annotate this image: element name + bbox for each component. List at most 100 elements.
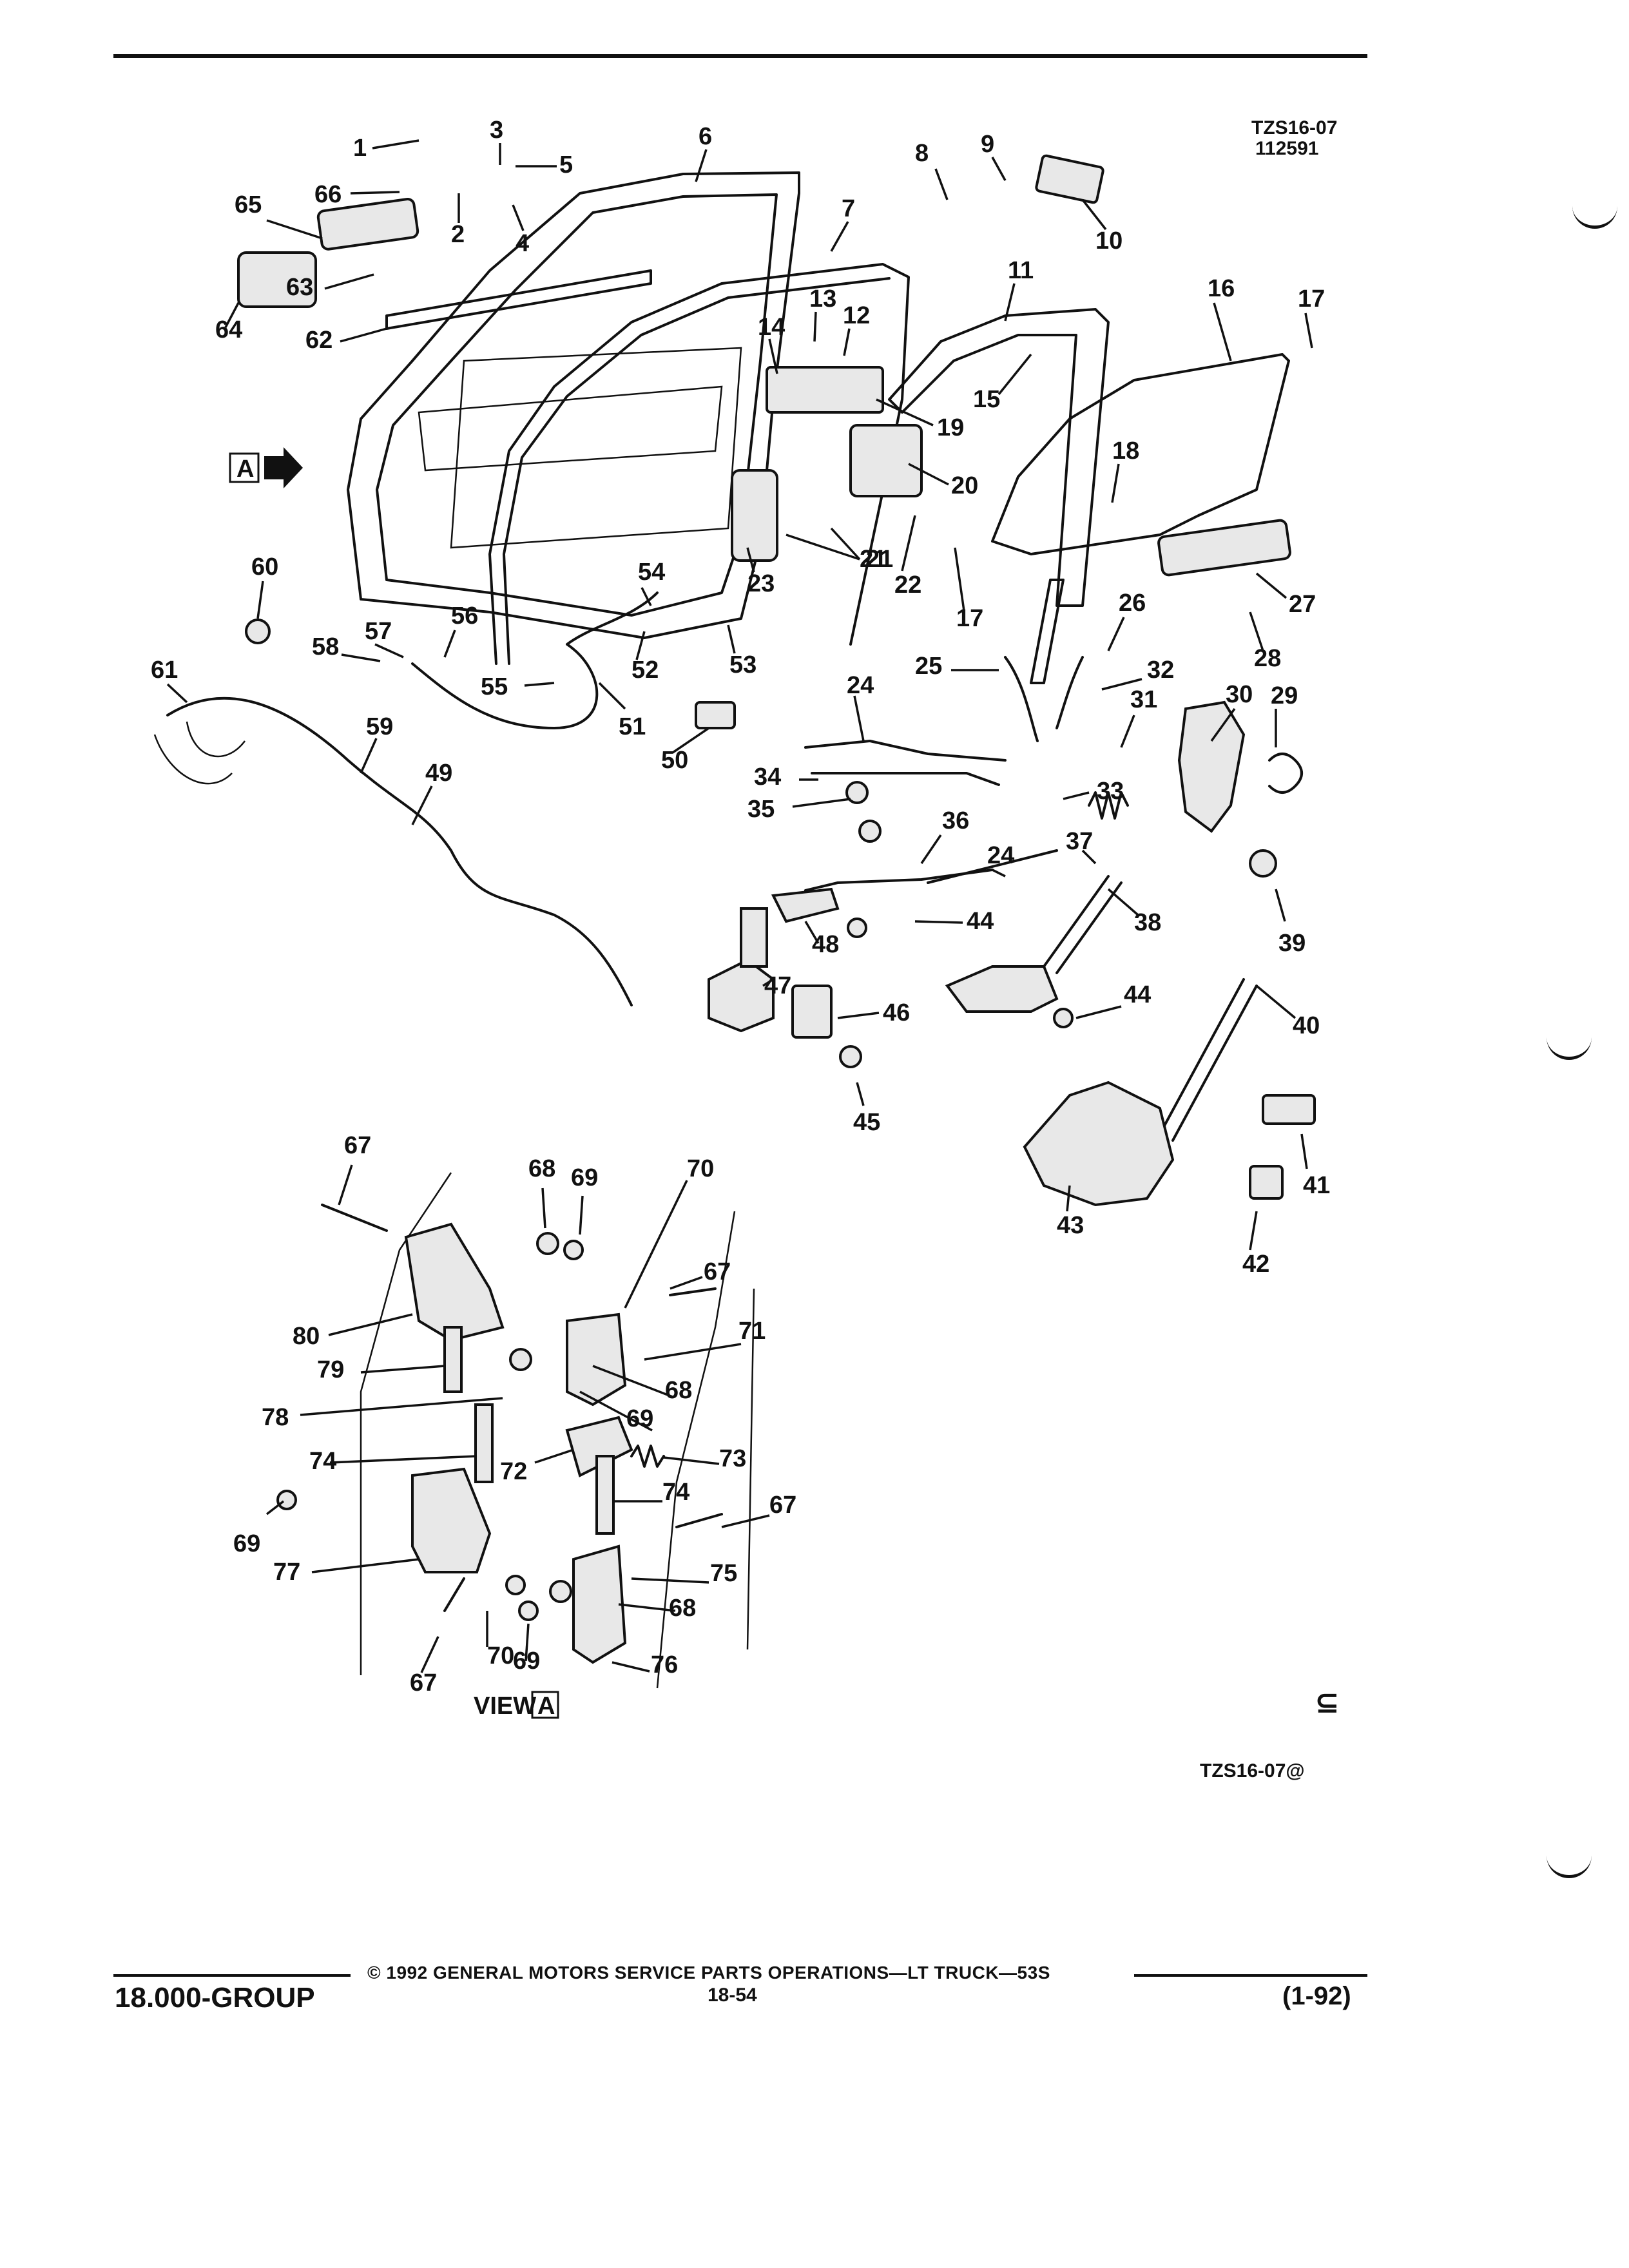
callout-leader-67: [670, 1276, 703, 1290]
callout-leader-57: [374, 643, 404, 658]
manual-regulator-base: [945, 965, 1059, 1013]
callout-12: 12: [843, 302, 870, 329]
callout-78: 78: [262, 1404, 289, 1431]
callout-leader-38: [1107, 888, 1139, 916]
binding-mark: [1547, 1037, 1592, 1060]
right-arrow-icon: [264, 447, 303, 488]
callout-59: 59: [366, 713, 393, 740]
callout-leader-39: [1275, 889, 1286, 922]
callout-leader-50: [672, 727, 709, 754]
callout-leader-58: [341, 653, 381, 662]
callout-30: 30: [1226, 681, 1253, 708]
callout-leader-61: [166, 683, 188, 704]
callout-leader-44: [1075, 1005, 1122, 1019]
callout-leader-15: [998, 353, 1032, 396]
bolt-67-right1: [669, 1287, 717, 1296]
callout-54: 54: [638, 559, 665, 586]
switch-bracket: [766, 366, 884, 414]
callout-51: 51: [619, 713, 646, 740]
rear-glass-channel: [1030, 579, 1065, 684]
callout-leader-22: [901, 515, 916, 572]
hinge-pin-74b: [595, 1455, 615, 1535]
callout-leader-69: [579, 1195, 584, 1235]
callout-77: 77: [273, 1559, 300, 1586]
callout-68: 68: [669, 1595, 696, 1622]
upper-hinge-body: [404, 1222, 505, 1342]
view-a-box: [531, 1691, 559, 1719]
callout-39: 39: [1278, 930, 1306, 957]
callout-67: 67: [769, 1492, 796, 1519]
callout-leader-71: [644, 1343, 742, 1361]
callout-36: 36: [942, 807, 969, 834]
callout-leader-36: [920, 834, 942, 864]
callout-2: 2: [451, 221, 465, 248]
screw-44b: [1053, 1008, 1074, 1028]
callout-38: 38: [1134, 909, 1161, 936]
door-weatherstrip: [488, 263, 910, 665]
callout-64: 64: [215, 316, 242, 343]
window-switch: [849, 424, 923, 497]
callout-leader-46: [837, 1012, 880, 1019]
callout-35: 35: [747, 796, 775, 823]
upper-hinge-door: [566, 1312, 627, 1407]
gm-spo-logo: ⊆: [1315, 1685, 1340, 1720]
callout-68: 68: [528, 1155, 555, 1182]
callout-leader-47: [762, 978, 774, 987]
callout-23: 23: [747, 570, 775, 597]
callout-44: 44: [1124, 981, 1151, 1008]
callout-52: 52: [631, 657, 659, 684]
callout-1: 1: [353, 135, 367, 162]
callout-19: 19: [937, 414, 964, 441]
header-date-code: 112591: [1255, 138, 1318, 159]
callout-leader-56: [443, 629, 456, 658]
callout-40: 40: [1293, 1012, 1320, 1039]
nut-69d: [518, 1600, 539, 1621]
callout-leader-8: [934, 168, 949, 200]
actuator-plunger: [740, 907, 768, 968]
callout-leader-1: [372, 139, 419, 149]
bolt-67-right2: [675, 1513, 723, 1528]
callout-10: 10: [1095, 227, 1123, 255]
callout-6: 6: [699, 123, 712, 150]
callout-leader-26: [1107, 617, 1125, 651]
grommet-60: [245, 619, 271, 644]
callout-leader-77: [311, 1558, 419, 1573]
view-a-marker-letter: A: [236, 456, 254, 483]
callout-45: 45: [853, 1109, 880, 1136]
callout-leader-72: [534, 1448, 574, 1464]
callout-80: 80: [293, 1323, 320, 1350]
callout-28: 28: [1254, 645, 1281, 672]
callout-47: 47: [764, 972, 791, 999]
door-window-opening: [450, 347, 742, 549]
callout-4: 4: [516, 230, 529, 257]
callout-69: 69: [571, 1164, 598, 1191]
callout-leader-20: [908, 463, 949, 486]
switch-bezel: [1249, 1165, 1284, 1200]
footer-revision: (1-92): [1282, 1982, 1351, 2010]
washer-68c: [549, 1580, 572, 1603]
callout-53: 53: [729, 651, 757, 678]
footer-rule-right: [1134, 1974, 1367, 1977]
window-run-channel: [888, 308, 1110, 607]
header-rule: [113, 54, 1367, 58]
callout-leader-68: [592, 1365, 673, 1398]
callout-44: 44: [967, 908, 994, 935]
callout-leader-24: [992, 869, 1006, 878]
callout-leader-78: [300, 1397, 503, 1416]
callout-9: 9: [981, 131, 994, 158]
callout-65: 65: [235, 191, 262, 218]
callout-leader-60: [256, 581, 264, 619]
callout-15: 15: [973, 386, 1000, 413]
callout-leader-54: [641, 587, 652, 606]
screw-45: [839, 1045, 862, 1068]
clip-35a: [845, 781, 869, 804]
washer-70: [505, 1575, 526, 1595]
manual-regulator-arm: [1043, 875, 1110, 968]
callout-leader-28: [1249, 611, 1264, 651]
callout-50: 50: [661, 747, 688, 774]
footer-copyright: © 1992 GENERAL MOTORS SERVICE PARTS OPER…: [367, 1963, 1050, 1983]
callout-63: 63: [286, 274, 313, 301]
callout-70: 70: [487, 1642, 514, 1669]
